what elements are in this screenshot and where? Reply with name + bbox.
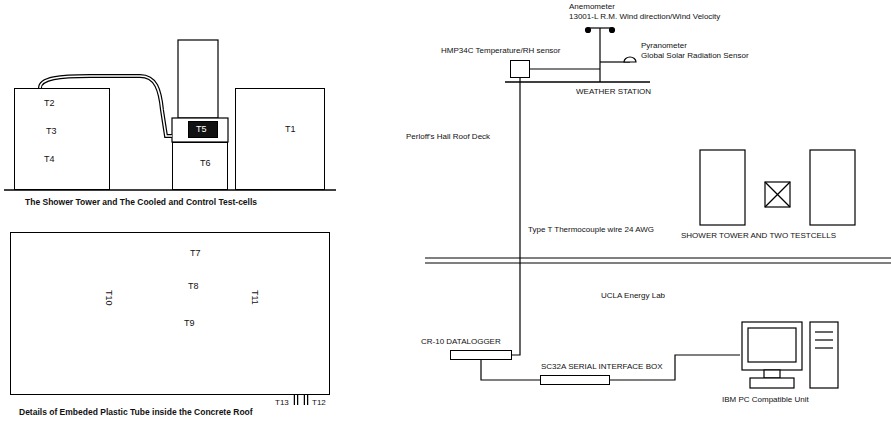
sensor-label: T7: [189, 249, 202, 258]
sensor-label: T1: [284, 125, 297, 134]
sensor-label: T9: [183, 319, 196, 328]
weather-station-drawing-part: [765, 182, 790, 207]
weather-station-drawing-part: [810, 150, 855, 225]
annotation-label: WEATHER STATION: [575, 88, 652, 96]
computer-drawing-part-part: [742, 322, 802, 370]
weather-station-drawing-part: [765, 182, 790, 207]
annotation-label: Global Solar Radiation Sensor: [640, 52, 750, 60]
shower-tower-pump: T5: [188, 121, 218, 138]
computer-drawing-part-part: [810, 322, 838, 388]
component-label: CR-10 DATALOGGER: [421, 338, 501, 346]
computer-drawing-part-part: [815, 331, 833, 332]
computer-drawing-part-part: [748, 328, 796, 362]
annotation-label: T12: [311, 399, 327, 407]
annotation-label: Perloff's Hall Roof Deck: [405, 133, 491, 141]
cooled-test-cell: T2T3T4: [14, 88, 110, 190]
wire-connector: [481, 360, 540, 380]
annotation-label: T13: [274, 399, 290, 407]
computer-drawing-part-part: [750, 378, 794, 388]
weather-station-drawing-part: [610, 28, 615, 33]
sensor-label: T11: [250, 289, 259, 306]
concrete-roof-slab: T7T8T9 T10 T11: [10, 232, 330, 395]
weather-station-drawing-part: [586, 28, 591, 33]
component-label: IBM PC Compatible Unit: [722, 396, 809, 404]
weather-station-drawing-part: [505, 81, 650, 83]
annotation-label: 13001-L R.M. Wind direction/Wind Velocit…: [568, 13, 721, 21]
annotation-label: Type T Thermocouple wire 24 AWG: [527, 226, 655, 234]
annotation-label: UCLA Energy Lab: [600, 292, 666, 300]
test-cell-drawing-part: [178, 40, 218, 118]
sensor-label: T10: [104, 289, 113, 307]
sensor-label: T2: [43, 99, 56, 108]
component-label: SC32A SERIAL INTERFACE BOX: [541, 363, 663, 371]
datalogger-box: CR-10 DATALOGGER: [450, 350, 512, 360]
sensor-label: T4: [43, 155, 56, 164]
figure-caption: Details of Embeded Plastic Tube inside t…: [18, 408, 254, 417]
figure-caption: The Shower Tower and The Cooled and Cont…: [24, 198, 258, 207]
annotation-label: SHOWER TOWER AND TWO TESTCELLS: [680, 232, 837, 240]
component-label: HMP34C Temperature/RH sensor: [441, 47, 560, 55]
pc-unit: IBM PC Compatible Unit: [740, 318, 840, 392]
test-cell-drawing-part: [172, 118, 228, 142]
annotation-label: Pyranometer: [640, 42, 688, 50]
weather-station-drawing-part: [624, 57, 636, 62]
shower-tower-base: T6: [172, 142, 228, 190]
computer-drawing-part-part: [815, 339, 833, 340]
computer-drawing-part-part: [764, 370, 780, 378]
sensor-label: T6: [199, 159, 212, 168]
weather-station-drawing-part: [425, 257, 891, 258]
sensor-label: T3: [45, 127, 58, 136]
sensor-label: T5: [195, 125, 208, 134]
weather-station-drawing-part: [530, 68, 600, 69]
weather-station-drawing-part: [599, 28, 600, 82]
weather-station-drawing-part: [588, 27, 612, 28]
control-test-cell: T1: [235, 88, 325, 190]
test-cell-drawing: [4, 40, 336, 190]
annotation-label: Anemometer: [568, 3, 616, 11]
computer-drawing-part-part: [815, 347, 833, 348]
weather-station-drawing-part: [765, 182, 790, 207]
computer-drawing-part: [742, 322, 838, 388]
weather-station-drawing: [425, 28, 891, 264]
weather-station-drawing-part: [425, 262, 891, 263]
sensor-label: T8: [187, 282, 200, 291]
temperature-rh-sensor: HMP34C Temperature/RH sensor: [510, 60, 530, 78]
interface-box: SC32A SERIAL INTERFACE BOX: [540, 375, 610, 385]
weather-station-drawing-part: [700, 150, 745, 225]
wire-connector: [512, 78, 520, 355]
computer-drawing: [740, 318, 840, 392]
